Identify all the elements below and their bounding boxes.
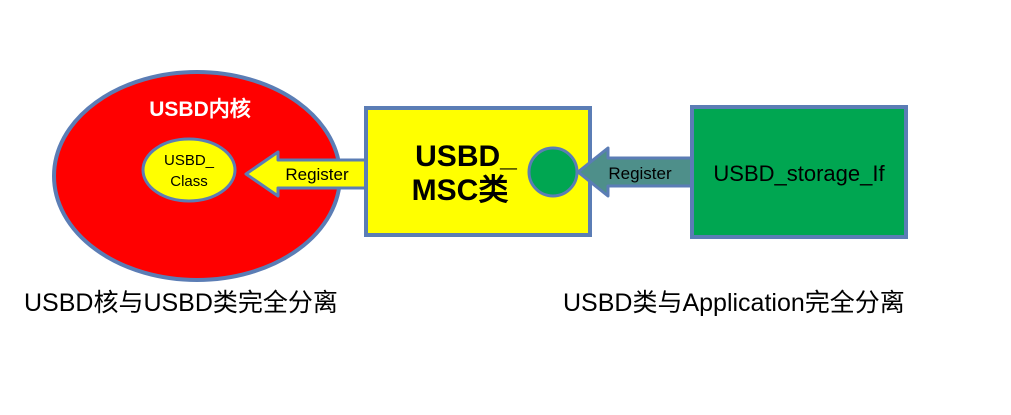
interface-knob [527, 146, 579, 198]
usbd-msc-label-line2: MSC类 [412, 174, 509, 207]
usbd-core-title: USBD内核 [149, 97, 251, 121]
register-arrow-right [576, 146, 694, 198]
register-label-left: Register [285, 165, 349, 184]
storage-interface-label: USBD_storage_If [713, 161, 885, 186]
usbd-class-label-line2: Class [170, 173, 208, 190]
caption-application-separation: USBD类与Application完全分离 [563, 289, 905, 317]
usbd-class-label-line1: USBD_ [164, 152, 215, 169]
register-label-right: Register [608, 164, 672, 183]
caption-core-separation: USBD核与USBD类完全分离 [24, 289, 338, 317]
usbd-class-ellipse [141, 137, 237, 203]
register-arrow-left [244, 150, 369, 198]
storage-interface-box [690, 105, 908, 239]
usbd-msc-label-line1: USBD_ [415, 140, 517, 173]
